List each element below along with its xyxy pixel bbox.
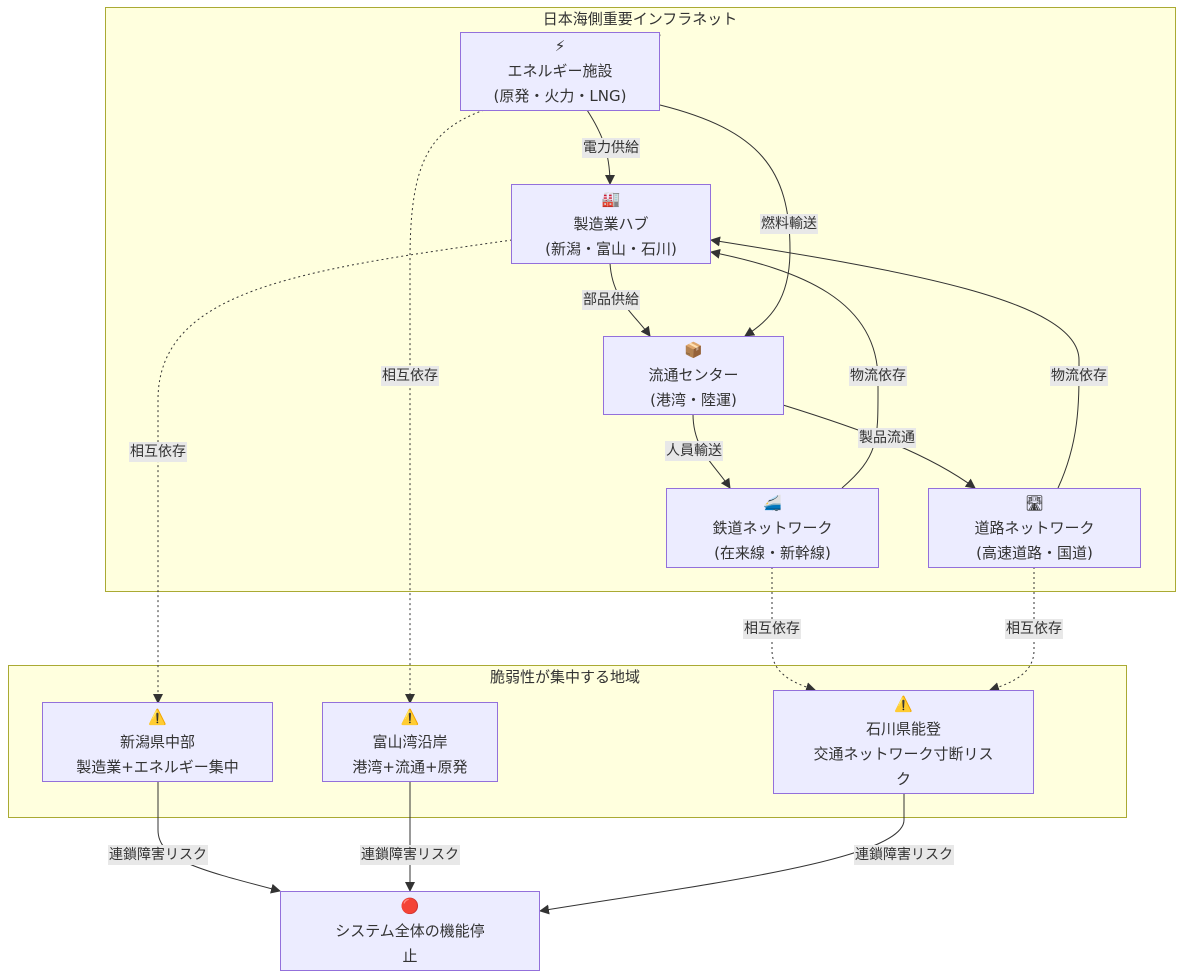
node-logistics-subtitle: (港湾・陸運): [650, 391, 737, 409]
node-manufacturing-hub[interactable]: 🏭 製造業ハブ (新潟・富山・石川): [511, 184, 711, 264]
node-rail-title: 鉄道ネットワーク: [712, 518, 833, 537]
node-toyama-title: 富山湾沿岸: [372, 732, 448, 751]
node-logistics-center[interactable]: 📦 流通センター (港湾・陸運): [603, 336, 784, 415]
red-circle-icon: 🔴: [400, 896, 420, 915]
node-ishikawa-subtitle-1: 交通ネットワーク寸断リス: [813, 745, 994, 763]
node-rail-network[interactable]: 🚄 鉄道ネットワーク (在来線・新幹線): [666, 488, 879, 568]
edge-energy-to-toyama: [405, 109, 485, 704]
warning-icon: ⚠️: [148, 707, 167, 726]
lightning-icon: ⚡: [554, 37, 566, 55]
edge-label-power-supply: 電力供給: [582, 138, 640, 158]
edge-label-chain-toyama: 連鎖障害リスク: [360, 845, 460, 865]
factory-icon: 🏭: [601, 189, 621, 208]
node-energy-title: エネルギー施設: [507, 62, 613, 80]
node-road-subtitle: (高速道路・国道): [976, 543, 1093, 562]
node-energy-facilities[interactable]: ⚡ エネルギー施設 (原発・火力・LNG): [460, 32, 660, 111]
warning-icon: ⚠️: [894, 695, 913, 713]
node-manufacturing-title: 製造業ハブ: [573, 214, 649, 233]
warning-icon: ⚠️: [400, 707, 420, 726]
edge-label-staff-transport: 人員輸送: [665, 441, 723, 461]
node-manufacturing-subtitle: (新潟・富山・石川): [545, 239, 677, 258]
edge-label-mutual-energy-toyama: 相互依存: [381, 366, 439, 386]
node-toyama-bay[interactable]: ⚠️ 富山湾沿岸 港湾+流通+原発: [322, 702, 498, 782]
edge-label-mutual-road-ishikawa: 相互依存: [1005, 619, 1063, 639]
node-road-network[interactable]: 🛣 道路ネットワーク (高速道路・国道): [928, 488, 1141, 568]
node-toyama-subtitle: 港湾+流通+原発: [352, 757, 468, 776]
node-ishikawa-subtitle-2: ク: [895, 770, 911, 788]
edge-label-mutual-mfg-niigata: 相互依存: [129, 442, 187, 462]
edge-label-product-flow: 製品流通: [858, 428, 916, 448]
edge-label-chain-niigata: 連鎖障害リスク: [108, 845, 208, 865]
edge-niigata-to-system: [157, 781, 281, 894]
node-niigata-title: 新潟県中部: [119, 732, 195, 751]
node-logistics-title: 流通センター: [648, 366, 739, 384]
edge-label-mutual-rail-ishikawa: 相互依存: [743, 619, 801, 639]
edge-label-chain-ishikawa: 連鎖障害リスク: [854, 845, 954, 865]
edge-road-to-manufacturing: [710, 236, 1080, 489]
cluster-title-vulnerable-regions: 脆弱性が集中する地域: [489, 668, 640, 686]
motorway-icon: 🛣: [1024, 493, 1045, 512]
node-system-shutdown[interactable]: 🔴 システム全体の機能停 止: [280, 891, 540, 971]
node-niigata-subtitle: 製造業+エネルギー集中: [76, 757, 239, 776]
node-road-title: 道路ネットワーク: [974, 518, 1095, 537]
edge-label-fuel-transport: 燃料輸送: [760, 214, 818, 234]
edge-manufacturing-to-niigata: [153, 239, 513, 704]
package-icon: 📦: [684, 341, 703, 359]
node-niigata-central[interactable]: ⚠️ 新潟県中部 製造業+エネルギー集中: [42, 702, 273, 782]
bullet-train-icon: 🚄: [763, 493, 782, 512]
node-system-subtitle: 止: [402, 946, 418, 965]
edge-label-logistics-dep-rail: 物流依存: [849, 366, 907, 386]
node-energy-subtitle: (原発・火力・LNG): [493, 87, 627, 105]
node-ishikawa-title: 石川県能登: [865, 720, 941, 738]
edge-label-parts-supply: 部品供給: [582, 290, 640, 310]
edge-label-logistics-dep-road: 物流依存: [1050, 366, 1108, 386]
node-system-title: システム全体の機能停: [335, 921, 485, 940]
edge-ishikawa-to-system: [539, 793, 905, 915]
node-rail-subtitle: (在来線・新幹線): [714, 543, 831, 562]
node-ishikawa-noto[interactable]: ⚠️ 石川県能登 交通ネットワーク寸断リス ク: [773, 690, 1034, 794]
edge-rail-to-manufacturing: [710, 248, 879, 489]
